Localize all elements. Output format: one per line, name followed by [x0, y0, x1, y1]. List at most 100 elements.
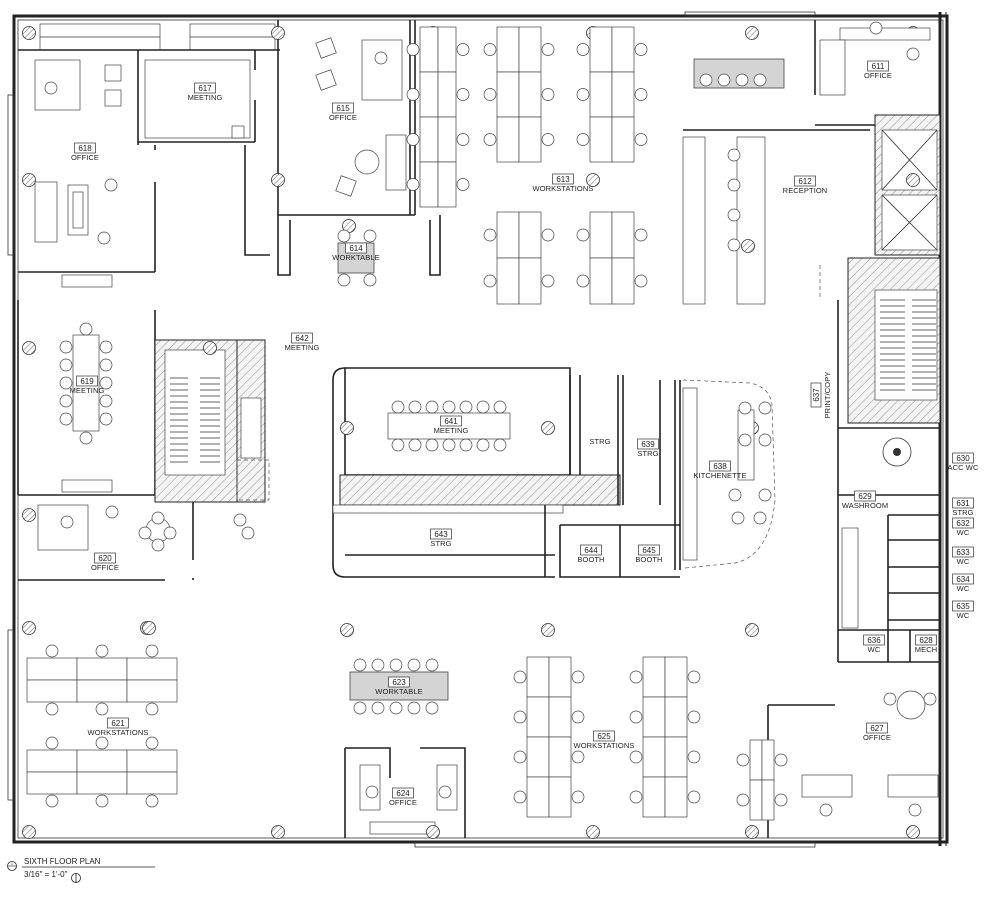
chair	[576, 274, 590, 288]
workstation-desk	[26, 771, 78, 795]
chair	[476, 438, 490, 452]
room-name: WORKTABLE	[332, 253, 379, 262]
chair	[629, 790, 643, 804]
chair	[483, 133, 497, 146]
chair	[59, 394, 73, 408]
chair	[408, 438, 422, 452]
room-name: WORKSTATIONS	[533, 184, 594, 193]
workstation-desk	[642, 776, 666, 818]
workstation-desk	[126, 657, 178, 681]
chair	[493, 438, 507, 452]
chair	[541, 274, 555, 288]
workstation-desk	[642, 656, 666, 698]
room-number: 625	[597, 732, 611, 741]
chair	[59, 358, 73, 372]
room-number: 613	[556, 175, 570, 184]
chair	[541, 88, 555, 101]
chair	[337, 229, 351, 243]
room-number-box	[388, 676, 410, 688]
chair	[629, 750, 643, 764]
chair	[151, 511, 165, 525]
column	[22, 173, 36, 187]
workstation-desk	[437, 116, 457, 163]
room-number: 643	[434, 530, 448, 539]
room-number-box	[867, 60, 889, 72]
chair	[634, 88, 648, 101]
room-name: STRG	[637, 449, 658, 458]
chair	[406, 43, 420, 56]
room-637-number: 637	[812, 388, 821, 402]
room-name: STRG	[952, 508, 973, 517]
chair	[59, 412, 73, 426]
column	[906, 825, 920, 839]
room-640: STRG	[589, 437, 610, 446]
room-number-box	[915, 634, 937, 646]
chair	[634, 43, 648, 56]
room-number-box	[107, 717, 129, 729]
drawing-title: SIXTH FLOOR PLAN	[24, 857, 101, 866]
room-number: 634	[956, 575, 970, 584]
chair	[774, 793, 788, 807]
column	[541, 421, 555, 435]
chair	[105, 505, 119, 519]
room-number-box	[345, 242, 367, 254]
room-name: WC	[957, 584, 970, 593]
workstation-desk	[419, 26, 439, 73]
workstation-desk	[749, 739, 763, 781]
column	[745, 623, 759, 637]
room-name: OFFICE	[329, 113, 357, 122]
chair	[483, 88, 497, 101]
room-number: 618	[78, 144, 92, 153]
room-name: MEETING	[70, 386, 105, 395]
chair	[456, 133, 470, 146]
chair	[629, 670, 643, 684]
chair	[95, 736, 109, 750]
chair	[483, 43, 497, 56]
chairs	[44, 21, 937, 817]
chair	[883, 692, 897, 706]
chair	[571, 790, 585, 804]
chair	[908, 803, 922, 817]
chair	[634, 274, 648, 288]
room-number: 635	[956, 602, 970, 611]
workstation-desk	[611, 116, 635, 163]
room-number-box	[332, 102, 354, 114]
room-name: WC	[868, 645, 881, 654]
chair	[476, 400, 490, 414]
chair	[59, 340, 73, 354]
workstation-desk	[611, 71, 635, 118]
room-number-box	[580, 544, 602, 556]
workstation-desk	[611, 257, 635, 305]
chair	[699, 73, 713, 87]
chair	[353, 658, 367, 672]
workstation-desk	[548, 656, 572, 698]
room-number: 614	[349, 244, 363, 253]
room-number: 645	[642, 546, 656, 555]
workstation-desk	[664, 776, 688, 818]
room-name: WASHROOM	[842, 501, 888, 510]
room-number: 630	[956, 454, 970, 463]
chair	[774, 753, 788, 767]
workstation-desk	[664, 656, 688, 698]
room-637-name: PRINT/COPY	[823, 372, 832, 419]
chair	[44, 81, 58, 95]
chair	[459, 438, 473, 452]
chair	[758, 401, 772, 415]
workstation-desk	[126, 679, 178, 703]
chair	[736, 753, 750, 767]
column	[142, 621, 156, 635]
workstation-desk	[437, 71, 457, 118]
chair	[138, 526, 152, 540]
chair	[45, 736, 59, 750]
chair	[717, 73, 731, 87]
chair	[145, 736, 159, 750]
title-block: 1 SIXTH FLOOR PLAN 3/16" = 1'-0"	[7, 857, 155, 883]
